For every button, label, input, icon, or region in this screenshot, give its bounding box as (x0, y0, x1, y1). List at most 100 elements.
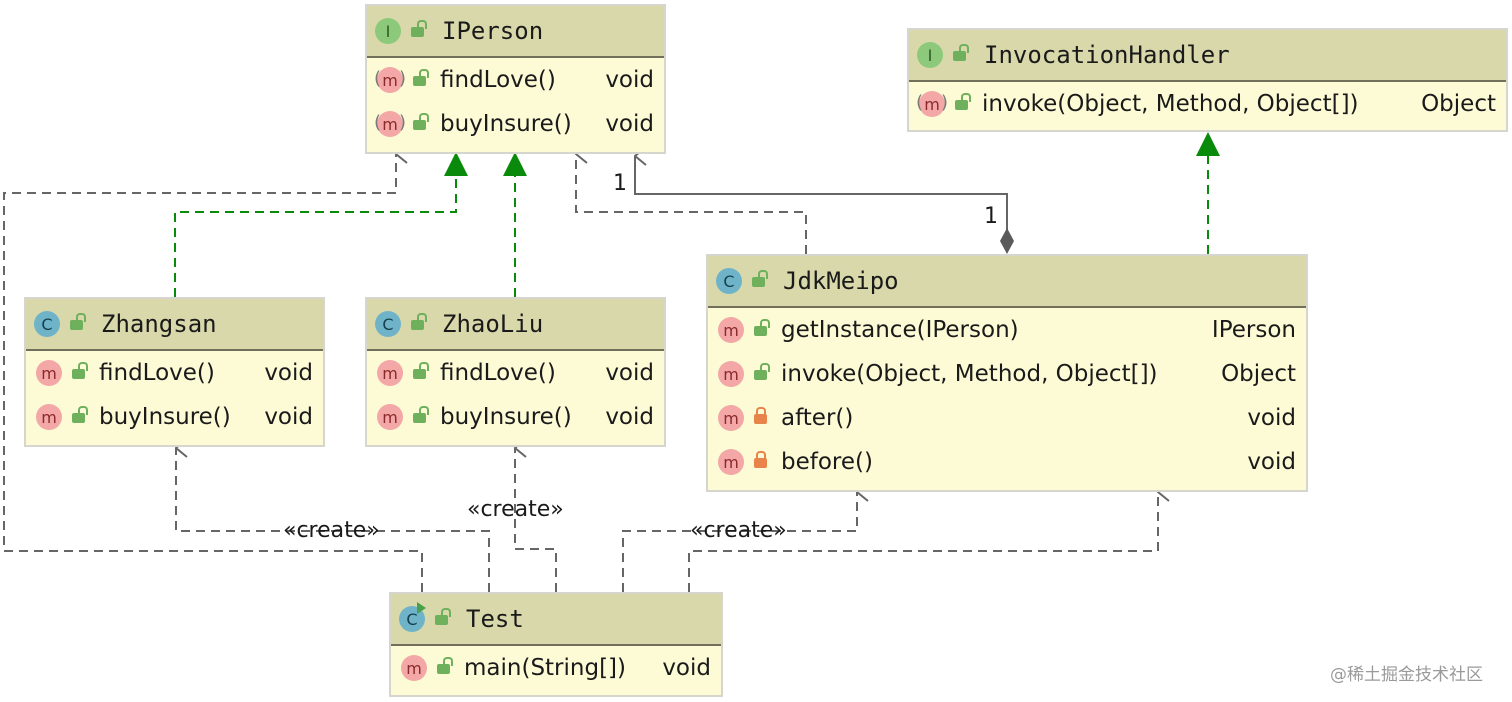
public-lock-icon (437, 656, 453, 674)
class-name: InvocationHandler (984, 41, 1230, 69)
create-label-zhaoliu: «create» (467, 497, 564, 522)
class-invocation-handler[interactable]: I InvocationHandler m invoke(Object, Met… (907, 28, 1508, 132)
method-row[interactable]: m before() void (708, 440, 1306, 484)
method-signature: invoke(Object, Method, Object[]) (982, 91, 1359, 117)
class-header: C JdkMeipo (708, 256, 1306, 308)
class-header: I IPerson (367, 6, 664, 58)
method-return-type: void (605, 404, 654, 430)
class-icon: C (375, 311, 401, 337)
method-return-type: Object (1421, 91, 1496, 117)
public-lock-icon (72, 361, 88, 379)
method-row[interactable]: m buyInsure() void (26, 395, 323, 439)
class-header: C Zhangsan (26, 299, 323, 351)
method-row[interactable]: m buyInsure() void (367, 395, 664, 439)
dep-test-jdkmeipo-2 (688, 492, 1158, 592)
public-lock-icon (754, 318, 770, 336)
method-icon: m (718, 317, 744, 343)
method-return-type: void (605, 360, 654, 386)
public-lock-icon (752, 269, 768, 287)
class-header: I InvocationHandler (909, 30, 1506, 82)
class-name: Zhangsan (101, 310, 217, 338)
dep-jdkmeipo-iperson (575, 154, 807, 254)
method-row[interactable]: m after() void (708, 396, 1306, 440)
method-signature: findLove() (440, 360, 556, 386)
public-lock-icon (953, 43, 969, 61)
runnable-class-icon: C (399, 602, 426, 632)
public-lock-icon (435, 607, 451, 625)
interface-icon: I (917, 42, 943, 68)
class-name: ZhaoLiu (442, 310, 544, 338)
method-icon: m (377, 404, 403, 430)
abstract-method-icon: m (916, 91, 948, 117)
realize-arrowhead-2 (503, 152, 527, 176)
method-return-type: void (264, 404, 313, 430)
public-lock-icon (72, 405, 88, 423)
multiplicity-iperson: 1 (613, 171, 627, 196)
abstract-method-icon: m (374, 111, 406, 137)
class-name: JdkMeipo (783, 267, 899, 295)
composition-jdkmeipo-iperson (634, 156, 1008, 232)
public-lock-icon (955, 92, 971, 110)
method-signature: buyInsure() (440, 404, 572, 430)
method-row[interactable]: m findLove() void (367, 351, 664, 395)
class-name: Test (466, 605, 524, 633)
realize-arrowhead-3 (1196, 132, 1220, 156)
method-icon: m (718, 449, 744, 475)
private-lock-icon (754, 450, 767, 468)
method-signature: after() (781, 405, 854, 431)
method-row[interactable]: m main(String[]) void (391, 646, 721, 690)
method-row[interactable]: m invoke(Object, Method, Object[]) Objec… (708, 352, 1306, 396)
method-return-type: void (264, 360, 313, 386)
method-return-type: void (605, 111, 654, 137)
class-jdkmeipo[interactable]: C JdkMeipo m getInstance(IPerson) IPerso… (706, 254, 1308, 492)
method-return-type: Object (1221, 361, 1296, 387)
method-row[interactable]: m buyInsure() void (367, 102, 664, 146)
method-return-type: IPerson (1211, 317, 1296, 343)
method-signature: buyInsure() (440, 111, 572, 137)
method-icon: m (36, 360, 62, 386)
static-method-icon: m (401, 655, 427, 681)
class-name: IPerson (442, 17, 544, 45)
abstract-method-icon: m (374, 67, 406, 93)
class-zhaoliu[interactable]: C ZhaoLiu m findLove() void m buyInsure(… (365, 297, 666, 447)
public-lock-icon (413, 405, 429, 423)
create-label-jdkmeipo: «create» (690, 518, 787, 543)
class-zhangsan[interactable]: C Zhangsan m findLove() void m buyInsure… (24, 297, 325, 447)
method-signature: buyInsure() (99, 404, 231, 430)
method-icon: m (718, 361, 744, 387)
class-icon: C (34, 311, 60, 337)
realize-arrowhead-1 (444, 152, 468, 176)
run-icon (417, 602, 426, 614)
public-lock-icon (413, 112, 429, 130)
public-lock-icon (413, 68, 429, 86)
method-return-type: void (605, 67, 654, 93)
method-signature: getInstance(IPerson) (781, 317, 1019, 343)
public-lock-icon (411, 312, 427, 330)
class-header: C ZhaoLiu (367, 299, 664, 351)
dep-test-zhangsan (175, 448, 490, 592)
method-return-type: void (1247, 405, 1296, 431)
method-row[interactable]: m invoke(Object, Method, Object[]) Objec… (909, 82, 1506, 126)
class-header: C Test (391, 594, 721, 646)
multiplicity-jdkmeipo: 1 (984, 204, 998, 229)
method-signature: main(String[]) (464, 655, 626, 681)
method-icon: m (718, 405, 744, 431)
realize-zhangsan-iperson (174, 172, 457, 297)
method-icon: m (36, 404, 62, 430)
composition-diamond (1000, 228, 1014, 254)
method-return-type: void (1247, 449, 1296, 475)
private-lock-icon (754, 406, 767, 424)
public-lock-icon (411, 19, 427, 37)
method-icon: m (377, 360, 403, 386)
class-test[interactable]: C Test m main(String[]) void (389, 592, 723, 697)
method-signature: findLove() (440, 67, 556, 93)
method-row[interactable]: m findLove() void (26, 351, 323, 395)
class-iperson[interactable]: I IPerson m findLove() void m buyInsure(… (365, 4, 666, 154)
method-row[interactable]: m findLove() void (367, 58, 664, 102)
dep-test-jdkmeipo-1 (622, 492, 857, 592)
method-signature: invoke(Object, Method, Object[]) (781, 361, 1158, 387)
public-lock-icon (413, 361, 429, 379)
method-row[interactable]: m getInstance(IPerson) IPerson (708, 308, 1306, 352)
class-icon: C (716, 268, 742, 294)
